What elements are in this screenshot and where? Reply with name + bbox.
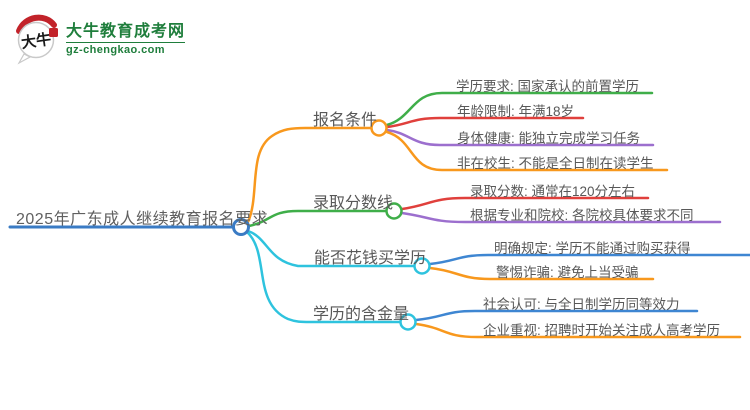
leaf-non-student-line [385, 130, 669, 172]
logo-badge-text: 大牛 [20, 30, 52, 52]
logo-site-domain: gz-chengkao.com [66, 42, 186, 56]
leaf-regulation-line [428, 253, 750, 266]
leaf-employer-attention-label: 企业重视: 招聘时开始关注成人高考学历 [483, 323, 721, 338]
root-topic-label: 2025年广东成人继续教育报名要求 [16, 211, 269, 228]
leaf-education-requirement-label: 学历要求: 国家承认的前置学历 [456, 79, 640, 94]
degree-value-node-circle [399, 313, 417, 331]
branch-degree-value-label: 学历的含金量 [313, 306, 410, 323]
branch-buy-degree-line [246, 229, 416, 268]
branch-buy-degree-label: 能否花钱买学历 [314, 250, 427, 267]
branch-signup-conditions-line [246, 126, 373, 224]
leaf-fraud-warning-label: 警惕诈骗: 避免上当受骗 [496, 265, 639, 280]
branch-admission-score-line [247, 209, 388, 228]
leaf-age-limit-line [385, 116, 585, 129]
branch-signup-conditions-label: 报名条件 [313, 112, 378, 129]
leaf-fraud-warning-line [428, 266, 655, 281]
leaf-regulation-label: 明确规定: 学历不能通过购买获得 [494, 241, 691, 256]
signup-conditions-node-circle [370, 119, 388, 137]
leaf-social-recognition-label: 社会认可: 与全日制学历同等效力 [483, 297, 680, 312]
leaf-education-requirement-line [385, 91, 654, 127]
leaf-non-student-label: 非在校生: 不能是全日制在读学生 [457, 156, 654, 171]
logo-text-block: 大牛教育成考网 gz-chengkao.com [66, 22, 186, 56]
leaf-score-line [400, 196, 650, 211]
daniu-bull-mascot-icon: 大牛 [16, 14, 58, 65]
branch-admission-score-label: 录取分数线 [313, 195, 394, 212]
root-node-circle [232, 218, 250, 236]
leaf-score-label: 录取分数: 通常在120分左右 [470, 184, 636, 199]
branch-degree-value-line [245, 230, 402, 324]
leaf-health-label: 身体健康: 能独立完成学习任务 [457, 131, 641, 146]
leaf-health-line [385, 128, 655, 147]
leaf-school-requirement-label: 根据专业和院校: 各院校具体要求不同 [470, 208, 694, 223]
red-seal-icon [49, 28, 58, 37]
site-logo[interactable]: 大牛 大牛教育成考网 gz-chengkao.com [12, 13, 186, 65]
logo-site-name: 大牛教育成考网 [66, 23, 186, 40]
leaf-employer-attention-line [414, 322, 742, 339]
buy-degree-node-circle [413, 257, 431, 275]
leaf-social-recognition-line [414, 309, 699, 322]
admission-score-node-circle [385, 202, 403, 220]
leaf-age-limit-label: 年龄限制: 年满18岁 [457, 104, 575, 119]
leaf-school-requirement-line [400, 211, 722, 224]
